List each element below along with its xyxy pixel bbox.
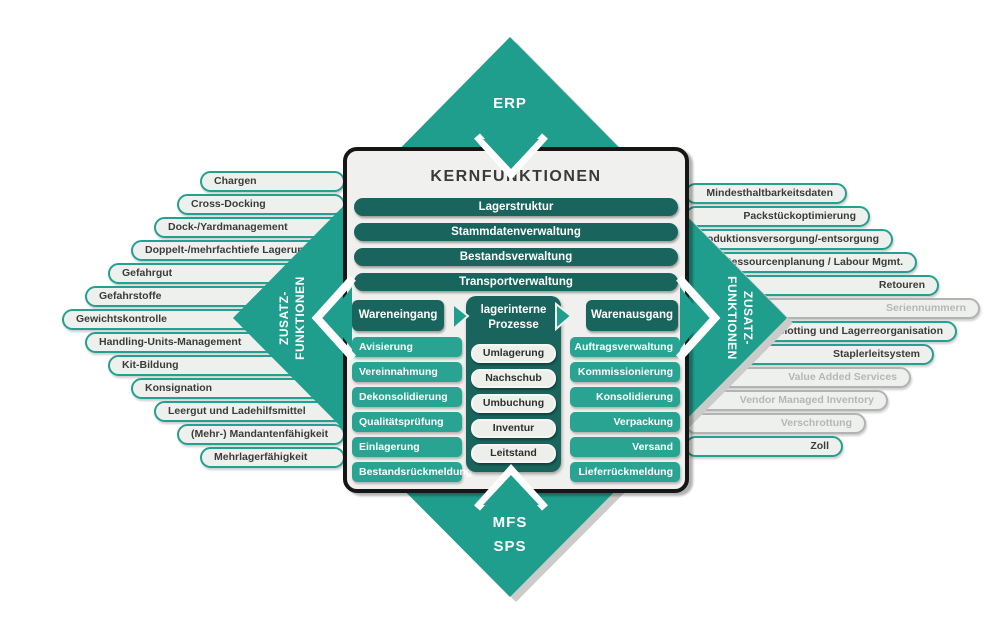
kernfunktionen-title: KERNFUNKTIONEN <box>430 168 602 185</box>
erp-label: ERP <box>493 95 527 112</box>
zusatz-funktionen-right-label: ZUSATZ- FUNKTIONEN <box>717 258 761 378</box>
pill: Verschrottung <box>685 413 866 434</box>
process-item: Umlagerung <box>471 344 556 363</box>
process-item: Dekonsolidierung <box>352 387 462 407</box>
core-bar: Lagerstruktur <box>354 198 678 216</box>
process-item: Avisierung <box>352 337 462 357</box>
mfs-label: MFS <box>492 514 528 531</box>
process-item: Nachschub <box>471 369 556 388</box>
process-item: Versand <box>570 437 680 457</box>
process-item: Qualitätsprüfung <box>352 412 462 432</box>
pill: Mindesthaltbarkeitsdaten <box>685 183 847 204</box>
column-header-wareneingang: Wareneingang <box>352 300 444 331</box>
process-item: Leitstand <box>471 444 556 463</box>
process-item: Lieferrückmeldung <box>570 462 680 482</box>
process-item: Auftragsverwaltung <box>570 337 680 357</box>
zusatz-funktionen-left-label: ZUSATZ- FUNKTIONEN <box>271 258 315 378</box>
process-item: Kommissionierung <box>570 362 680 382</box>
process-item: Konsolidierung <box>570 387 680 407</box>
process-item: Einlagerung <box>352 437 462 457</box>
zusatz-line2: FUNKTIONEN <box>725 276 739 360</box>
column-header-warenausgang: Warenausgang <box>586 300 678 331</box>
process-item: Verpackung <box>570 412 680 432</box>
process-item: Vereinnahmung <box>352 362 462 382</box>
process-item: Inventur <box>471 419 556 438</box>
pill: Packstückoptimierung <box>685 206 870 227</box>
zusatz-line2: FUNKTIONEN <box>293 276 307 360</box>
zusatz-line1: ZUSATZ- <box>740 291 755 345</box>
column-header-lagerinterne-prozesse: lagerinterne Prozesse <box>480 304 547 331</box>
core-bar: Bestandsverwaltung <box>354 248 678 266</box>
process-item: Bestandsrückmeldung <box>352 462 472 482</box>
sps-label: SPS <box>493 538 527 555</box>
pill: Zoll <box>685 436 843 457</box>
pill: Vendor Managed Inventory <box>685 390 888 411</box>
core-bar: Stammdatenverwaltung <box>354 223 678 241</box>
core-bar: Transportverwaltung <box>354 273 678 291</box>
pill: Produktionsversorgung/-entsorgung <box>685 229 893 250</box>
process-item: Umbuchung <box>471 394 556 413</box>
zusatz-line1: ZUSATZ- <box>277 291 292 345</box>
